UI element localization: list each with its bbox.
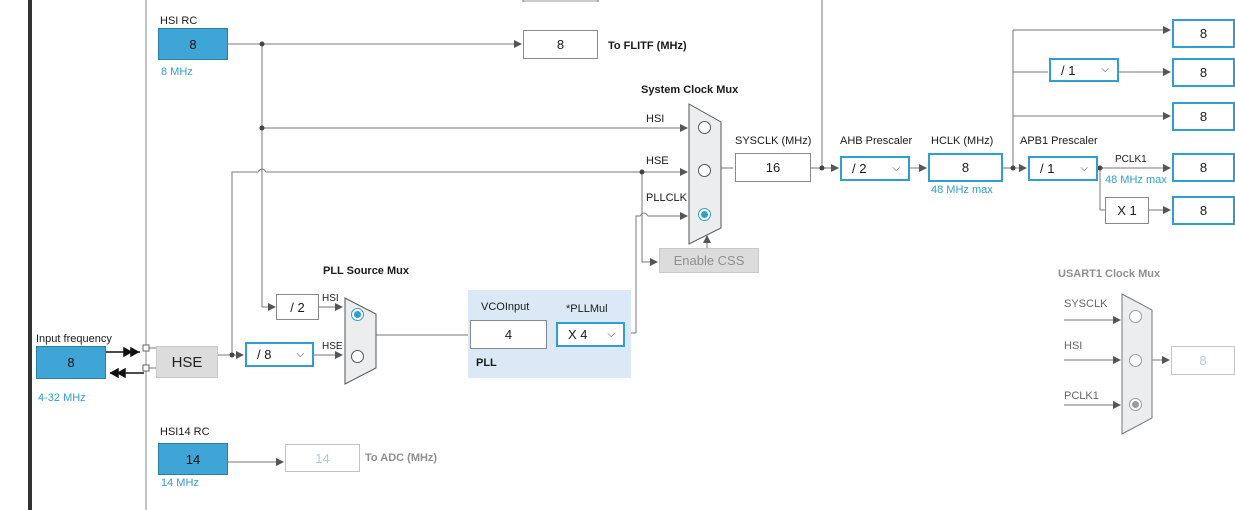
output-1-value[interactable]: 8 bbox=[1172, 19, 1235, 48]
pclk1-value[interactable]: 8 bbox=[1172, 153, 1235, 182]
pllmux-radio-hse[interactable] bbox=[351, 350, 364, 363]
pllmux-input-hse: HSE bbox=[322, 341, 343, 352]
pllmul-select[interactable]: X 4 ⌵ bbox=[556, 322, 625, 347]
usart1-mux-title: USART1 Clock Mux bbox=[1058, 268, 1161, 280]
hsi14-rc-freq: 14 MHz bbox=[161, 477, 199, 489]
usart1-input-hsi: HSI bbox=[1064, 340, 1083, 352]
usart1-output-value: 8 bbox=[1171, 346, 1235, 375]
hclk-label: HCLK (MHz) bbox=[931, 135, 994, 147]
hsi14-rc-value[interactable]: 14 bbox=[158, 443, 228, 475]
apb1-prescaler-label: APB1 Prescaler bbox=[1020, 135, 1098, 147]
chevron-down-icon: ⌵ bbox=[607, 328, 615, 340]
pllmul-value: X 4 bbox=[568, 327, 588, 342]
hsi-div2: / 2 bbox=[276, 294, 319, 320]
adc-label: To ADC (MHz) bbox=[365, 452, 438, 464]
chevron-down-icon: ⌵ bbox=[1101, 64, 1109, 75]
sysclk-value: 16 bbox=[735, 153, 811, 182]
usart1-radio-hsi[interactable] bbox=[1129, 354, 1142, 367]
pll-title: PLL bbox=[476, 357, 497, 369]
hclk-value[interactable]: 8 bbox=[928, 153, 1003, 182]
input-frequency-value[interactable]: 8 bbox=[36, 346, 106, 379]
hclk-max: 48 MHz max bbox=[931, 184, 993, 196]
vco-input-label: VCOInput bbox=[481, 301, 530, 313]
hsi-rc-freq: 8 MHz bbox=[161, 66, 193, 78]
pll-source-mux-title: PLL Source Mux bbox=[323, 265, 409, 277]
hsi-rc-label: HSI RC bbox=[160, 15, 198, 27]
input-frequency-range: 4-32 MHz bbox=[38, 392, 86, 404]
flitf-label: To FLITF (MHz) bbox=[608, 40, 687, 52]
system-clock-mux-title: System Clock Mux bbox=[641, 84, 739, 96]
sysmux-input-hse: HSE bbox=[646, 155, 669, 167]
sysmux-input-pllclk: PLLCLK bbox=[646, 192, 687, 204]
sysmux-radio-hse[interactable] bbox=[698, 164, 711, 177]
usart1-input-sysclk: SYSCLK bbox=[1064, 298, 1108, 310]
output-3-value[interactable]: 8 bbox=[1172, 102, 1235, 131]
pclk1-label: PCLK1 bbox=[1115, 154, 1147, 165]
output-2-divider-select[interactable]: / 1 ⌵ bbox=[1049, 58, 1119, 82]
ahb-prescaler-select[interactable]: / 2 ⌵ bbox=[840, 156, 910, 181]
pllmul-label: *PLLMul bbox=[566, 303, 608, 315]
apb1-prescaler-select[interactable]: / 1 ⌵ bbox=[1028, 156, 1098, 181]
chevron-down-icon: ⌵ bbox=[892, 162, 900, 174]
hsi-rc-value[interactable]: 8 bbox=[158, 28, 228, 60]
output-2-divider-value: / 1 bbox=[1061, 62, 1076, 78]
hse-block[interactable]: HSE bbox=[156, 346, 218, 378]
sysmux-radio-pllclk[interactable] bbox=[698, 208, 711, 221]
adc-value: 14 bbox=[285, 444, 360, 472]
usart1-radio-pclk1[interactable] bbox=[1129, 398, 1142, 411]
vco-input-value: 4 bbox=[470, 320, 547, 349]
pllmux-input-hsi: HSI bbox=[322, 293, 339, 304]
sysmux-radio-hsi[interactable] bbox=[698, 121, 711, 134]
input-frequency-label: Input frequency bbox=[36, 333, 112, 345]
chevron-down-icon: ⌵ bbox=[1080, 162, 1088, 174]
chevron-down-icon: ⌵ bbox=[296, 348, 304, 360]
ahb-prescaler-label: AHB Prescaler bbox=[840, 135, 913, 147]
sysmux-input-hsi: HSI bbox=[646, 113, 665, 125]
enable-css-button[interactable]: Enable CSS bbox=[659, 248, 759, 273]
hsi14-rc-label: HSI14 RC bbox=[160, 426, 210, 438]
tim-multiplier: X 1 bbox=[1105, 197, 1149, 224]
apb1-prescaler-value: / 1 bbox=[1040, 161, 1055, 176]
hse-divider-select[interactable]: / 8 ⌵ bbox=[245, 342, 314, 367]
sysclk-label: SYSCLK (MHz) bbox=[735, 135, 812, 147]
output-2-value[interactable]: 8 bbox=[1172, 58, 1235, 87]
ahb-prescaler-value: / 2 bbox=[852, 161, 867, 176]
pllmux-radio-hsi[interactable] bbox=[351, 308, 364, 321]
usart1-radio-sysclk[interactable] bbox=[1129, 310, 1142, 323]
flitf-value: 8 bbox=[523, 30, 598, 59]
hse-divider-value: / 8 bbox=[257, 347, 272, 362]
tim-output-value[interactable]: 8 bbox=[1172, 196, 1235, 225]
pclk1-max: 48 MHz max bbox=[1105, 174, 1167, 186]
usart1-input-pclk1: PCLK1 bbox=[1064, 390, 1099, 402]
